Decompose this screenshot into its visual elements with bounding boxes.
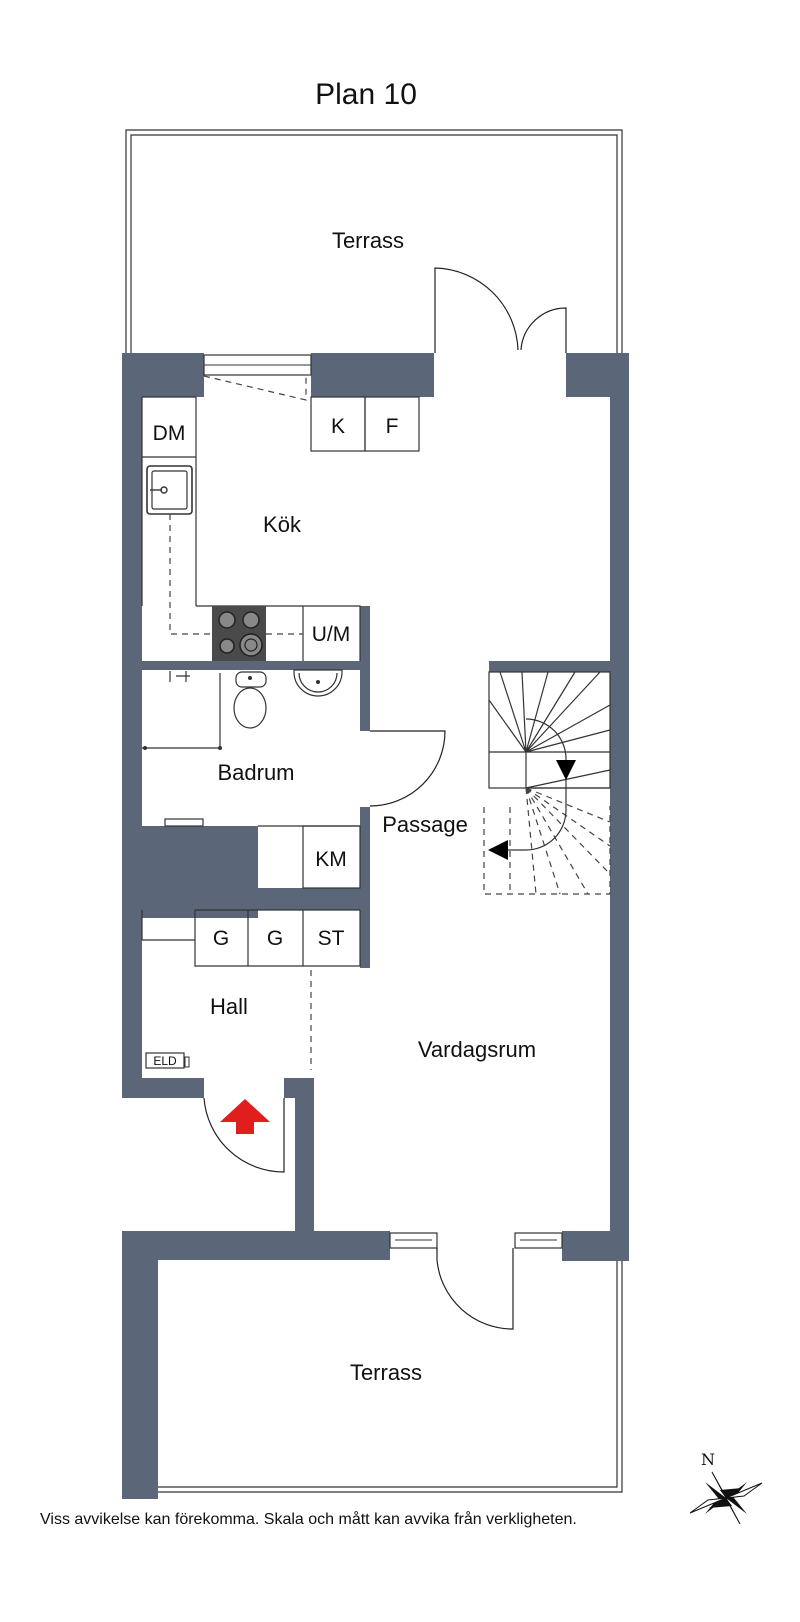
room-label-hall: Hall [210, 994, 248, 1019]
fixture-label-microwave-oven: U/M [312, 623, 351, 646]
room-label-passage: Passage [382, 812, 468, 837]
room-label-terrace-bottom: Terrass [350, 1360, 422, 1385]
room-label-kitchen: Kök [263, 512, 302, 537]
walls [122, 353, 629, 1499]
terrace-top [125, 129, 623, 353]
fixture-label-wardrobe-2: G [267, 927, 283, 950]
fixture-label-washer: KM [315, 848, 347, 871]
fixture-label-dishwasher: DM [153, 422, 186, 445]
fixture-label-wardrobe-1: G [213, 927, 229, 950]
disclaimer-text: Viss avvikelse kan förekomma. Skala och … [40, 1510, 577, 1528]
compass-icon: N [689, 1450, 763, 1525]
staircase [483, 671, 611, 895]
fixture-label-storage: ST [318, 927, 345, 950]
compass-north-label: N [701, 1450, 715, 1469]
entrance-arrow-icon [220, 1099, 270, 1134]
room-label-living: Vardagsrum [418, 1037, 536, 1062]
fixture-label-fridge: K [331, 415, 345, 438]
hall-fixtures [141, 909, 361, 1173]
fixture-label-electric-panel: ELD [153, 1054, 177, 1068]
fixture-label-freezer: F [386, 415, 399, 438]
plan-title: Plan 10 [315, 78, 417, 111]
room-label-bathroom: Badrum [217, 760, 294, 785]
kitchen-fixtures [141, 396, 420, 661]
windows [203, 354, 563, 1249]
room-label-terrace-top: Terrass [332, 228, 404, 253]
terrace-bottom [158, 1248, 623, 1493]
bathroom-fixtures [142, 669, 446, 889]
